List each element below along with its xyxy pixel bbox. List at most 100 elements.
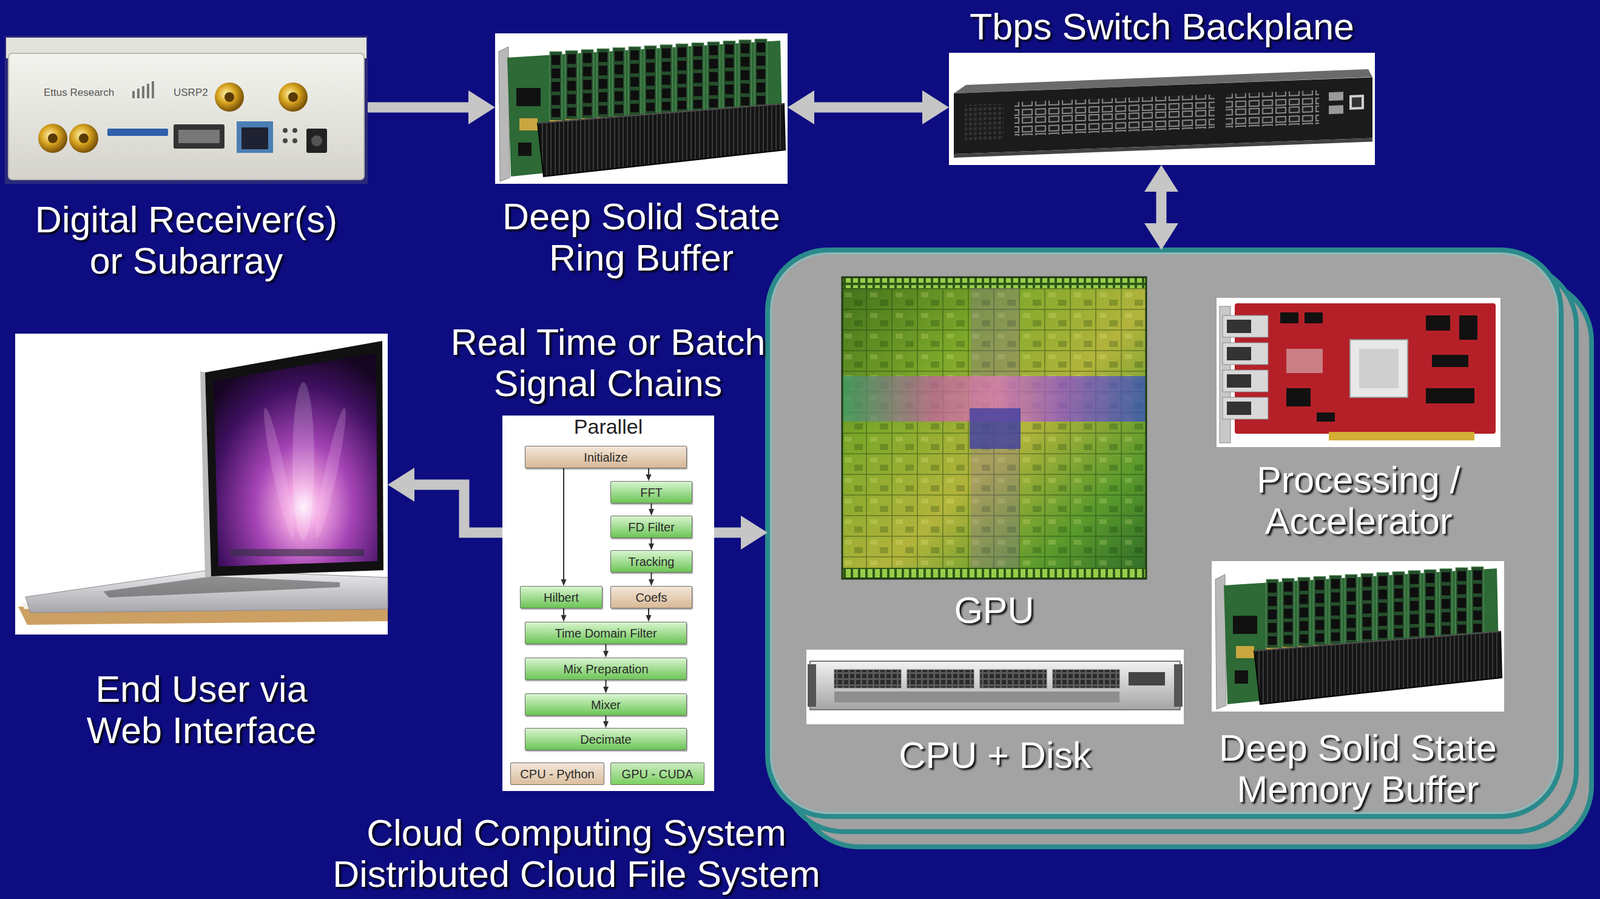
node-heading: Real Time or Batch Signal Chains bbox=[438, 321, 778, 405]
server-chassis-part bbox=[1174, 664, 1183, 707]
connector-line bbox=[563, 468, 565, 581]
arrow-head bbox=[468, 90, 496, 125]
connector-line bbox=[648, 608, 650, 616]
connector-arrow bbox=[387, 467, 503, 533]
step-label: Mix Preparation bbox=[563, 661, 649, 677]
connector-arrow bbox=[561, 608, 567, 622]
connector-line bbox=[714, 527, 742, 539]
legend-label: GPU - CUDA bbox=[621, 766, 694, 782]
usrp-device-part bbox=[236, 121, 274, 153]
cpu-disk-server: CPU + Disk bbox=[806, 649, 1184, 779]
laptop-part bbox=[310, 406, 351, 540]
connector-arrow bbox=[561, 468, 567, 587]
server-chassis-part bbox=[810, 661, 1181, 710]
laptop-part bbox=[259, 406, 299, 540]
fpga-board-part bbox=[1286, 388, 1311, 407]
process-box: FD Filter bbox=[610, 515, 693, 539]
usrp-device-part bbox=[173, 124, 225, 149]
usrp-device-part bbox=[224, 92, 235, 102]
usrp-device-part bbox=[4, 35, 368, 184]
fpga-board-part bbox=[1286, 348, 1323, 374]
fpga-board bbox=[1216, 297, 1501, 448]
node-heading: Tbps Switch Backplane bbox=[931, 6, 1393, 48]
process-box: FFT bbox=[610, 481, 693, 504]
connector-line bbox=[651, 538, 653, 545]
memory-buffer-card bbox=[1211, 561, 1505, 712]
step-label: FFT bbox=[640, 485, 663, 500]
server-chassis-part bbox=[979, 669, 1047, 689]
switch-chassis-part-part bbox=[1328, 91, 1344, 101]
chart-title: Parallel bbox=[502, 415, 715, 438]
connector-line bbox=[605, 680, 607, 688]
step-label: Time Domain Filter bbox=[554, 626, 657, 641]
connector-arrow bbox=[787, 90, 949, 125]
arrow-head bbox=[648, 579, 655, 587]
fpga-board-part bbox=[1431, 354, 1469, 368]
server-chassis-part bbox=[806, 649, 1184, 725]
usrp-device bbox=[4, 35, 368, 184]
connector-line bbox=[651, 572, 653, 581]
gpu-die-part bbox=[842, 277, 1147, 579]
switch-chassis-part-part bbox=[1349, 94, 1364, 110]
step-label: Tracking bbox=[628, 554, 675, 570]
arrow-head bbox=[603, 721, 609, 729]
server-chassis-part bbox=[1128, 672, 1165, 686]
usrp-device-part bbox=[282, 138, 288, 144]
process-box: Decimate bbox=[524, 728, 687, 751]
usrp-device-part bbox=[151, 81, 155, 99]
laptop bbox=[15, 333, 388, 635]
usrp-device-part bbox=[47, 133, 58, 144]
connector-line bbox=[651, 503, 653, 510]
flowchart-sheet bbox=[502, 415, 715, 792]
arrow-head bbox=[1144, 165, 1179, 192]
process-box: Initialize bbox=[524, 445, 687, 469]
fpga-board-part bbox=[1226, 401, 1252, 416]
switch-chassis bbox=[948, 52, 1375, 166]
switch-backplane: Tbps Switch Backplane bbox=[948, 52, 1375, 166]
server-chassis-part bbox=[834, 691, 1120, 703]
legend-label: CPU - Python bbox=[519, 766, 595, 782]
connector-line bbox=[367, 102, 470, 113]
usrp-device-part bbox=[288, 92, 298, 102]
usrp-device-part bbox=[69, 123, 99, 153]
fpga-board-part bbox=[1216, 297, 1501, 448]
usrp-device-part bbox=[282, 128, 288, 133]
cloud-system-panel: Cloud Computing System Distributed Cloud… bbox=[767, 249, 1562, 817]
usrp-device-part bbox=[38, 123, 68, 153]
fpga-board-part bbox=[1328, 432, 1475, 441]
usrp-device-part bbox=[137, 88, 140, 99]
connector-arrow bbox=[1144, 165, 1179, 250]
switch-chassis-part-part bbox=[1328, 104, 1344, 115]
step-label: Initialize bbox=[583, 450, 628, 465]
arrow-head bbox=[561, 579, 567, 587]
gpu-die-part bbox=[842, 277, 1147, 579]
accelerator-card: Processing / Accelerator bbox=[1216, 297, 1501, 547]
gpu-die-part bbox=[842, 567, 1147, 579]
usrp-device-part bbox=[278, 82, 308, 112]
usrp-device-part bbox=[146, 83, 150, 99]
fpga-board-part bbox=[1425, 388, 1475, 404]
usrp-device-part bbox=[306, 128, 328, 153]
usrp-device-part bbox=[292, 138, 298, 144]
fpga-board-part bbox=[1350, 339, 1408, 398]
connector-line bbox=[813, 102, 923, 113]
fpga-board-part bbox=[1222, 370, 1269, 392]
node-label: CPU + Disk bbox=[806, 734, 1184, 777]
process-box: Coefs bbox=[610, 586, 693, 609]
laptop-part bbox=[230, 549, 365, 557]
node-label: Digital Receiver(s) or Subarray bbox=[25, 199, 348, 282]
usrp-device-part bbox=[178, 129, 220, 144]
usrp-device-part bbox=[292, 128, 298, 133]
usrp-device-part bbox=[214, 82, 244, 112]
signal-chain-chart: Real Time or Batch Signal ChainsParallel… bbox=[502, 415, 715, 792]
ring-buffer-card bbox=[495, 33, 788, 184]
fpga-board-part bbox=[1425, 315, 1451, 331]
fpga-board-part bbox=[1222, 397, 1269, 420]
process-box: Mix Preparation bbox=[524, 657, 687, 681]
connector-arrow bbox=[714, 515, 768, 550]
switch-chassis-part-part bbox=[1351, 97, 1362, 108]
server-chassis bbox=[806, 649, 1184, 725]
arrow-head bbox=[387, 467, 415, 502]
fpga-board-part bbox=[1234, 303, 1496, 434]
